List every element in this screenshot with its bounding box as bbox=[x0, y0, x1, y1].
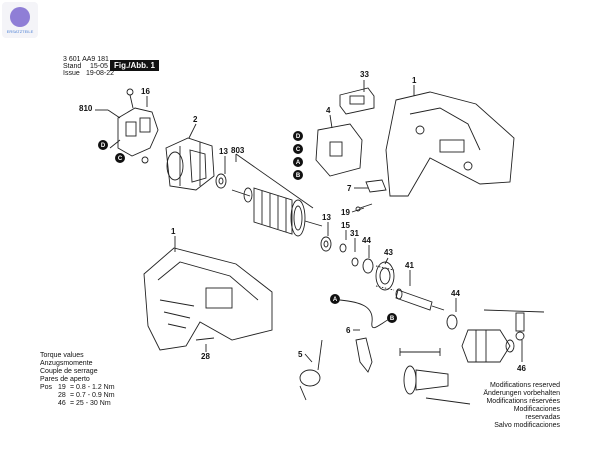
drill-chuck bbox=[461, 329, 515, 363]
svg-text:D: D bbox=[296, 134, 301, 140]
callout-1-top: 1 bbox=[412, 76, 417, 85]
leader-line bbox=[235, 153, 314, 209]
modifications-line: Salvo modificaciones bbox=[494, 422, 560, 429]
callout-41: 41 bbox=[405, 261, 414, 270]
callout-4: 4 bbox=[326, 106, 331, 115]
part-7 bbox=[365, 179, 387, 193]
letter-badge-c-left: C bbox=[115, 153, 125, 163]
bearing-13-left bbox=[215, 173, 227, 189]
bearing-13-right bbox=[320, 236, 332, 252]
callout-1-bottom: 1 bbox=[171, 227, 176, 236]
torque-title-fr: Couple de serrage bbox=[40, 368, 98, 375]
torque-header: Pos bbox=[40, 384, 53, 391]
torque-row-value: = 0.8 - 1.2 Nm bbox=[70, 384, 115, 391]
part-code: 3 601 AA9 181 bbox=[63, 56, 109, 63]
ring-44 bbox=[362, 258, 374, 274]
modifications-note: Modifications reserved Änderungen vorbeh… bbox=[480, 382, 560, 430]
leader-line bbox=[351, 207, 365, 213]
leader-line bbox=[329, 114, 333, 129]
callout-13-left: 13 bbox=[219, 147, 228, 156]
stator-field-coil bbox=[165, 137, 215, 191]
letter-c: C bbox=[118, 156, 123, 162]
housing-half-1 bbox=[385, 91, 515, 197]
ring-44-right bbox=[446, 314, 458, 330]
torque-row-value: = 25 - 30 Nm bbox=[70, 400, 111, 407]
issue-label: Issue bbox=[63, 70, 80, 77]
brush-holder-assembly bbox=[109, 88, 159, 164]
modifications-line: Änderungen vorbehalten bbox=[483, 390, 560, 397]
callout-28: 28 bbox=[201, 352, 210, 361]
callout-44-left: 44 bbox=[362, 236, 371, 245]
watermark-logo-icon bbox=[10, 7, 30, 27]
cable-6 bbox=[339, 299, 393, 329]
callout-44-right: 44 bbox=[451, 289, 460, 298]
torque-row-pos: 46 bbox=[58, 400, 66, 407]
torque-row-pos: 19 bbox=[58, 384, 66, 391]
spindle-section-inset bbox=[399, 348, 471, 405]
switch-button-33 bbox=[339, 87, 375, 115]
issue-value: 19-08-22 bbox=[86, 70, 115, 77]
washer-31 bbox=[351, 257, 359, 267]
screw-19-head bbox=[355, 206, 361, 212]
callout-46: 46 bbox=[517, 364, 526, 373]
callout-803: 803 bbox=[231, 146, 245, 155]
leader-line bbox=[304, 353, 313, 363]
letter-badge-a-cable: A bbox=[330, 294, 340, 304]
callout-31: 31 bbox=[350, 229, 359, 238]
svg-text:B: B bbox=[296, 173, 301, 179]
letter-badge-b-right: B bbox=[293, 170, 303, 180]
watermark-logo: ERSATZTEILE bbox=[2, 2, 38, 38]
callout-7: 7 bbox=[347, 184, 352, 193]
letter-badge-d-right: D bbox=[293, 131, 303, 141]
svg-text:C: C bbox=[296, 147, 301, 153]
callout-43: 43 bbox=[384, 248, 393, 257]
letter-d: D bbox=[101, 143, 106, 149]
callout-13-right: 13 bbox=[322, 213, 331, 222]
stand-label: Stand bbox=[63, 63, 82, 70]
modifications-line: Modificaciones reservadas bbox=[513, 406, 560, 421]
svg-text:B: B bbox=[390, 316, 395, 322]
switch-4 bbox=[315, 123, 363, 177]
svg-text:A: A bbox=[333, 297, 338, 303]
letter-badge-d-left: D bbox=[98, 140, 108, 150]
callout-6: 6 bbox=[346, 326, 351, 335]
callout-33: 33 bbox=[360, 70, 369, 79]
leader-line bbox=[188, 123, 197, 139]
leader-line bbox=[384, 257, 389, 265]
torque-row-pos: 28 bbox=[58, 392, 66, 399]
screw-28 bbox=[195, 337, 215, 341]
screw-19 bbox=[359, 203, 373, 209]
callout-810: 810 bbox=[79, 104, 93, 113]
letter-badge-b-cable: B bbox=[387, 313, 397, 323]
leader-line bbox=[107, 109, 121, 119]
letter-badge-c-right: C bbox=[293, 144, 303, 154]
modifications-line: Modifications reserved bbox=[489, 382, 560, 389]
part-5-brush-set bbox=[299, 339, 323, 401]
letter-badge-a-right: A bbox=[293, 157, 303, 167]
watermark-text: ERSATZTEILE bbox=[6, 29, 34, 34]
torque-title-en: Torque values bbox=[40, 352, 84, 359]
chuck-key-46 bbox=[483, 309, 545, 341]
stand-value: 15-05 bbox=[90, 63, 108, 70]
housing-complete-1 bbox=[143, 247, 273, 351]
svg-text:A: A bbox=[296, 160, 301, 166]
callout-5: 5 bbox=[298, 350, 303, 359]
gear-43 bbox=[375, 261, 395, 291]
callout-15: 15 bbox=[341, 221, 350, 230]
callout-16: 16 bbox=[141, 87, 150, 96]
cable-holder bbox=[355, 337, 373, 373]
figure-label: Fig./Abb. 1 bbox=[110, 60, 159, 71]
torque-row-value: = 0.7 - 0.9 Nm bbox=[70, 392, 115, 399]
armature bbox=[231, 187, 323, 237]
callout-2: 2 bbox=[193, 115, 198, 124]
modifications-line: Modifications réservées bbox=[486, 398, 560, 405]
torque-title-pt: Pares de aperto bbox=[40, 376, 90, 383]
washer-15 bbox=[339, 243, 347, 253]
spindle-41 bbox=[395, 288, 445, 311]
callout-19: 19 bbox=[341, 208, 350, 217]
torque-title-de: Anzugsmomente bbox=[40, 360, 93, 367]
